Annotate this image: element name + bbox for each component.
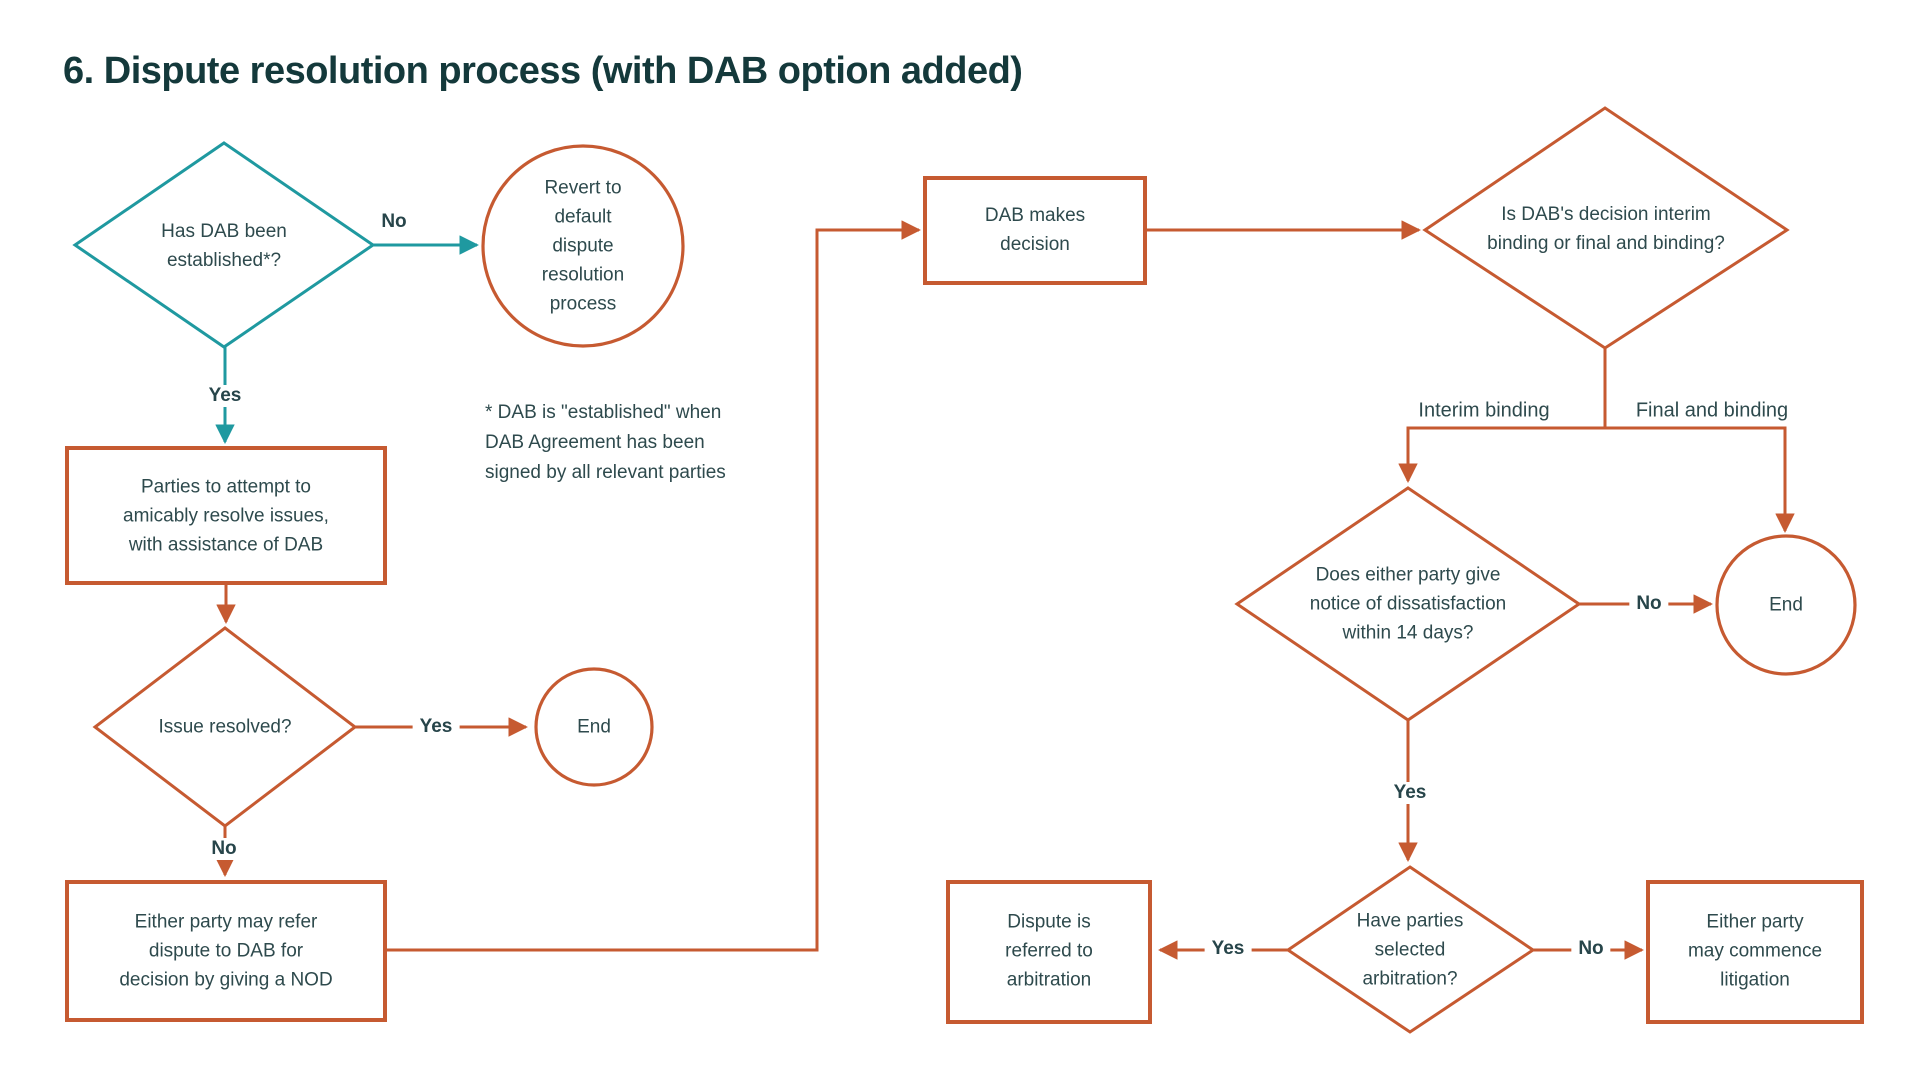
decision-notice-of-dissatisfaction [1234,486,1582,722]
terminator-end-1 [534,667,654,787]
edge-label-no-2: No [204,838,244,860]
edge-label-yes-3: Yes [1386,782,1434,804]
edge-label-final-and-binding: Final and binding [1635,399,1789,422]
process-amicably-resolve [65,446,387,585]
selected-arbitration-label: Have parties selected arbitration? [1356,910,1464,990]
edge-interim-binding-branch [1398,426,1605,483]
process-dab-makes-decision [923,176,1147,285]
decision-has-dab-established [72,141,376,349]
process-commence-litigation [1646,880,1864,1024]
decision-issue-resolved [92,626,358,828]
edge-label-yes-4: Yes [1204,938,1252,960]
edge-label-yes-2: Yes [412,716,460,738]
litigation-label: Either party may commence litigation [1687,911,1823,991]
edge-label-yes-1: Yes [201,385,249,407]
terminator-revert-default-process [481,144,685,348]
decision-interim-or-final [1422,106,1790,350]
edge-refer-nod-to-dab-decision [385,220,921,952]
terminator-end-2 [1715,534,1857,676]
refer-nod-label: Either party may refer dispute to DAB fo… [119,911,333,991]
issue-resolved-label: Issue resolved? [158,716,292,738]
notice-label: Does either party give notice of dissati… [1309,564,1507,644]
process-referred-to-arbitration [946,880,1152,1024]
revert-label: Revert to default dispute resolution pro… [541,177,625,315]
edge-final-binding-branch [1605,426,1795,533]
edge-label-interim-binding: Interim binding [1418,399,1550,422]
end1-label: End [577,716,611,738]
edge-label-no-1: No [374,211,414,233]
arbitration-label: Dispute is referred to arbitration [1005,911,1093,991]
dab-established-footnote: * DAB is "established" when DAB Agreemen… [485,402,726,483]
dab-decision-label: DAB makes decision [984,205,1086,255]
edge-label-no-3: No [1629,593,1669,615]
amicably-label: Parties to attempt to amicably resolve i… [123,476,329,556]
process-refer-dispute-nod [65,880,387,1022]
end2-label: End [1769,594,1803,616]
page-title: 6. Dispute resolution process (with DAB … [63,50,1023,92]
decision-selected-arbitration [1285,865,1536,1034]
has-dab-label: Has DAB been established*? [161,221,287,271]
interim-or-final-label: Is DAB's decision interim binding or fin… [1487,204,1725,254]
edge-label-no-4: No [1571,938,1611,960]
